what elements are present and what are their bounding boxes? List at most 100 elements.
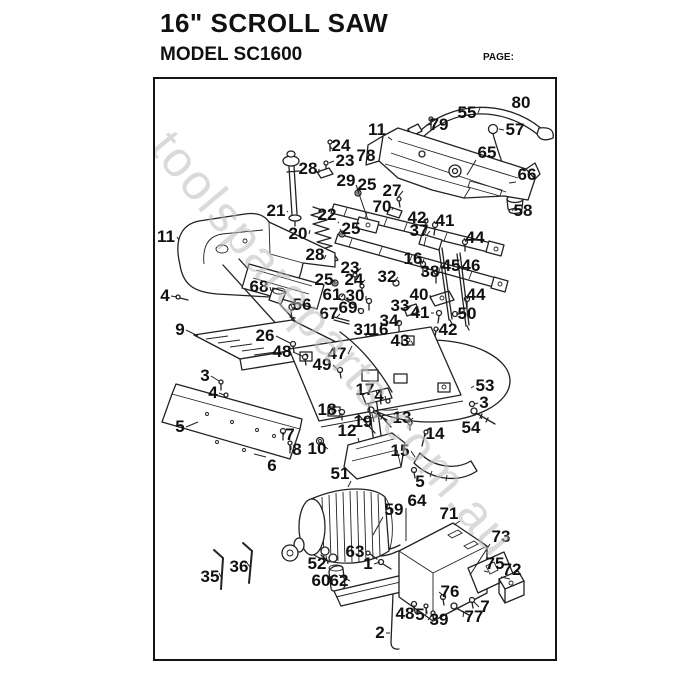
part-callout-26: 26 <box>256 326 275 345</box>
part-callout-11: 11 <box>368 120 386 139</box>
part-callout-5: 5 <box>415 605 424 624</box>
part-callout-51: 51 <box>331 464 350 483</box>
leader-line-36 <box>246 562 251 568</box>
part-callout-71: 71 <box>440 504 459 523</box>
leader-line-69 <box>357 307 360 312</box>
part-callout-35: 35 <box>201 567 220 586</box>
leader-line-62 <box>338 574 351 582</box>
part-callout-18: 18 <box>318 400 337 419</box>
part-callout-23: 23 <box>336 151 355 170</box>
part-callout-7: 7 <box>285 425 294 444</box>
leader-line-55 <box>477 107 481 114</box>
leader-line-23 <box>328 160 335 164</box>
part-callout-48: 48 <box>396 604 415 623</box>
part-callout-16: 16 <box>404 249 423 268</box>
leader-line-48 <box>292 351 303 357</box>
part-callout-38: 38 <box>421 262 440 281</box>
leader-line-18 <box>337 409 340 412</box>
part-callout-59: 59 <box>385 500 404 519</box>
part-callout-44: 44 <box>466 228 485 247</box>
part-callout-25: 25 <box>358 175 377 194</box>
leader-line-38 <box>435 271 442 276</box>
part-callout-39: 39 <box>430 610 449 629</box>
part-callout-65: 65 <box>478 143 497 162</box>
part-callout-10: 10 <box>308 439 327 458</box>
part-callout-3: 3 <box>200 366 209 385</box>
leader-line-24 <box>329 145 333 150</box>
leader-line-15 <box>410 450 416 458</box>
part-callout-29: 29 <box>337 171 356 190</box>
leader-line-25 <box>332 279 336 283</box>
leader-line-71 <box>453 520 461 526</box>
part-callout-33: 33 <box>391 296 410 315</box>
leader-line-10 <box>319 442 329 450</box>
part-callout-19: 19 <box>354 412 373 431</box>
leader-line-72 <box>500 576 511 580</box>
arm-housing <box>175 212 336 301</box>
part-callout-54: 54 <box>462 418 481 437</box>
leader-line-68 <box>269 286 272 292</box>
leader-line-41 <box>433 220 437 225</box>
part-callout-3: 3 <box>479 393 488 412</box>
leader-line-11 <box>176 236 180 241</box>
leader-line-75 <box>483 570 489 573</box>
leader-line-79 <box>427 123 433 126</box>
lower-bracket <box>343 387 478 482</box>
part-callout-6: 6 <box>267 456 276 475</box>
leader-line-24 <box>359 279 366 286</box>
part-callout-24: 24 <box>345 270 364 289</box>
part-callout-55: 55 <box>458 103 477 122</box>
part-callout-25: 25 <box>315 270 334 289</box>
part-callout-27: 27 <box>383 181 402 200</box>
leader-line-29 <box>356 187 369 221</box>
leader-line-5 <box>413 471 416 474</box>
part-callout-21: 21 <box>267 201 286 220</box>
leader-line-49 <box>332 364 338 370</box>
leader-line-45 <box>439 265 446 269</box>
leader-line-12 <box>357 437 360 443</box>
leader-line-48 <box>412 605 417 615</box>
leader-line-61 <box>340 294 344 298</box>
leader-line-11 <box>387 136 393 141</box>
part-callout-12: 12 <box>338 421 357 440</box>
leader-line-9 <box>185 329 199 337</box>
part-callout-36: 36 <box>230 557 249 576</box>
leader-line-6 <box>253 453 267 458</box>
leader-line-13 <box>408 417 414 423</box>
leader-line-42 <box>436 328 440 331</box>
hex-keys <box>213 542 254 590</box>
leader-line-73 <box>469 543 491 576</box>
leader-line-37 <box>425 230 431 237</box>
leader-line-47 <box>347 345 353 355</box>
leader-line-26 <box>275 335 291 344</box>
leader-line-20 <box>308 229 311 235</box>
leader-line-25 <box>355 184 360 193</box>
leader-line-59 <box>372 516 384 536</box>
leader-line-44 <box>463 237 467 243</box>
leader-line-57 <box>498 128 505 131</box>
leader-line-51 <box>347 480 352 488</box>
part-callout-13: 13 <box>393 408 412 427</box>
leader-line-19 <box>371 413 375 423</box>
part-callout-63: 63 <box>346 542 365 561</box>
leader-line-54 <box>480 416 483 420</box>
part-callout-53: 53 <box>476 376 495 395</box>
part-callout-45: 45 <box>442 256 461 275</box>
leader-line-27 <box>397 190 404 198</box>
leader-line-16 <box>421 258 425 265</box>
part-callout-31: 31 <box>354 320 373 339</box>
leader-line-4 <box>384 395 387 401</box>
leader-line-66 <box>508 181 517 184</box>
part-callout-5: 5 <box>175 417 184 436</box>
part-callout-15: 15 <box>391 441 410 460</box>
part-callout-75: 75 <box>486 554 505 573</box>
leader-line-3 <box>210 375 220 382</box>
part-callout-4: 4 <box>374 386 384 405</box>
part-callout-60: 60 <box>312 571 331 590</box>
model-subtitle: MODEL SC1600 <box>160 44 303 65</box>
part-callout-4: 4 <box>208 383 218 402</box>
part-callout-8: 8 <box>292 440 301 459</box>
leader-line-70 <box>391 206 394 211</box>
